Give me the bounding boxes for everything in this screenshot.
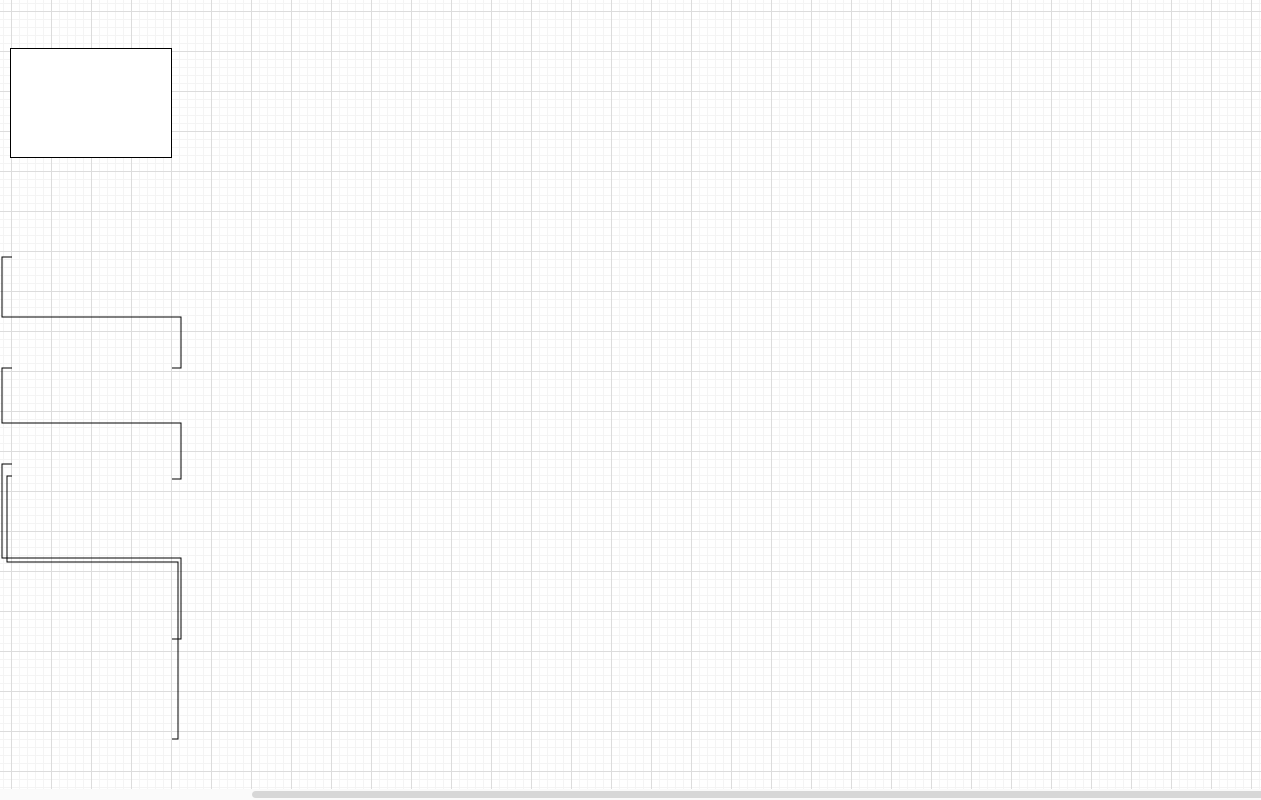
relationship-edge[interactable] [6,475,179,740]
class-cli[interactable] [10,48,172,158]
relationship-edge[interactable] [1,367,182,480]
relationship-edge[interactable] [1,463,182,640]
horizontal-scrollbar[interactable] [0,789,1261,800]
relationship-edge[interactable] [1,256,182,369]
horizontal-scrollbar-thumb[interactable] [252,791,1261,798]
